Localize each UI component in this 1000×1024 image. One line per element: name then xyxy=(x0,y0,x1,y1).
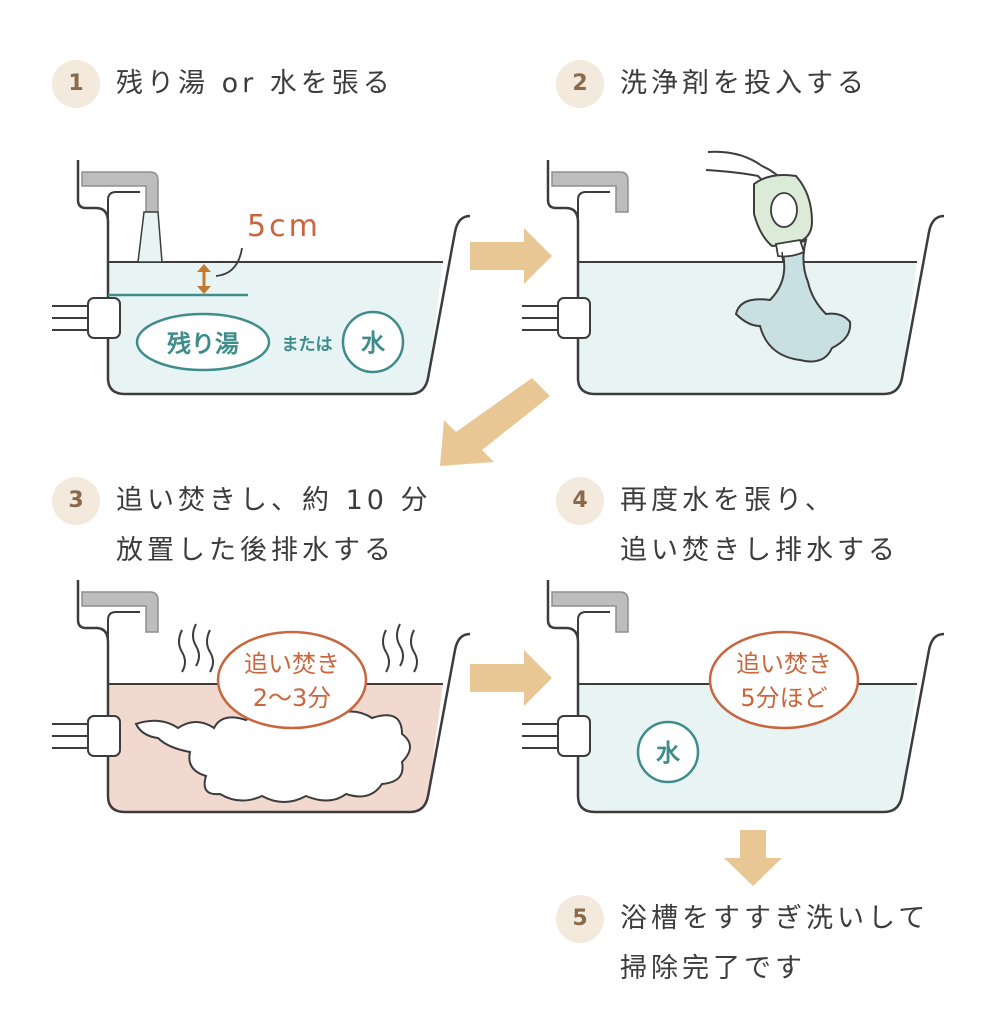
step-2-label: 洗浄剤を投入する xyxy=(620,68,868,99)
drain-pipe-icon xyxy=(522,715,591,757)
depth-arrow-icon xyxy=(197,247,243,294)
arrow-right-icon xyxy=(470,228,552,284)
faucet-icon xyxy=(551,591,629,642)
faucet-icon xyxy=(81,171,163,263)
bathtub-panel-1: 5cm 残り湯 または 水 xyxy=(52,160,471,396)
leftover-water-label: 残り湯 xyxy=(167,330,239,358)
faucet-icon xyxy=(81,591,159,642)
detergent-bottle-icon xyxy=(753,174,814,262)
depth-label: 5cm xyxy=(247,209,321,244)
reheat-label-3: 追い焚き xyxy=(244,650,340,678)
step-badge-5: 5 xyxy=(556,895,604,943)
or-label: または xyxy=(282,335,333,355)
steam-icon xyxy=(382,623,418,673)
arrow-down-icon xyxy=(724,830,782,886)
step-4-label-line2: 追い焚きし排水する xyxy=(620,535,899,566)
drain-pipe-icon xyxy=(52,297,121,339)
water-label-4: 水 xyxy=(656,739,681,767)
drain-pipe-icon xyxy=(522,297,591,339)
step-3-label-line1: 追い焚きし、約 10 分 xyxy=(116,485,432,516)
steam-icon xyxy=(178,623,214,673)
arrow-down-left-icon xyxy=(440,378,550,466)
step-5-label-line1: 浴槽をすすぎ洗いして xyxy=(620,903,930,934)
step-badge-1: 1 xyxy=(52,60,100,108)
arrow-right-icon xyxy=(470,650,552,706)
reheat-time-4: 5分ほど xyxy=(740,684,827,712)
faucet-icon xyxy=(551,171,629,222)
foam-cloud xyxy=(134,708,411,803)
water-label-1: 水 xyxy=(361,329,386,357)
step-badge-2: 2 xyxy=(556,60,604,108)
step-badge-3: 3 xyxy=(52,477,100,525)
step-5-label-line2: 掃除完了です xyxy=(620,953,806,984)
reheat-time-3: 2〜3分 xyxy=(253,684,332,712)
step-4-label-line1: 再度水を張り、 xyxy=(620,485,836,516)
step-badge-4: 4 xyxy=(556,477,604,525)
bathtub-panel-2 xyxy=(522,150,945,396)
detergent-puddle xyxy=(734,238,852,363)
reheat-label-4: 追い焚き xyxy=(736,650,832,678)
bathtub-panel-4: 追い焚き 5分ほど 水 xyxy=(522,580,945,814)
bathtub-panel-3: 追い焚き 2〜3分 xyxy=(52,580,471,814)
step-3-label-line2: 放置した後排水する xyxy=(116,535,395,566)
step-1-label: 残り湯 or 水を張る xyxy=(116,68,394,99)
drain-pipe-icon xyxy=(52,715,121,757)
